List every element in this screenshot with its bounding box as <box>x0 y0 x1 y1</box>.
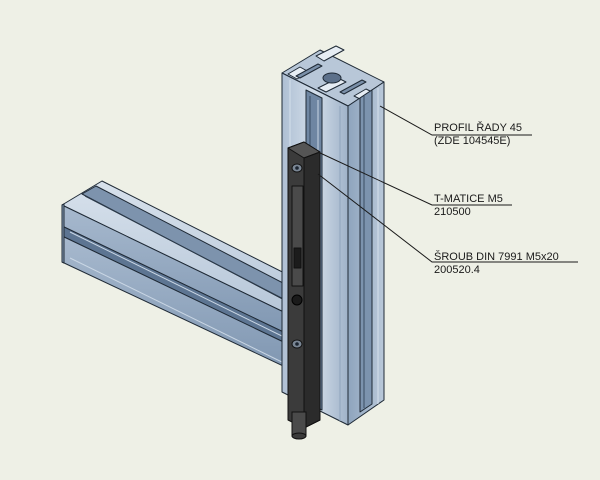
callout-profil-title: PROFIL ŘADY 45 <box>434 122 523 134</box>
horizontal-profile <box>61 180 319 373</box>
leader-sroub <box>317 173 578 263</box>
callout-t-matice-code: 210500 <box>434 206 471 218</box>
screw-top <box>291 163 303 173</box>
screw-bottom <box>291 339 303 349</box>
callout-sroub-code: 200520.4 <box>434 264 480 276</box>
leader-profil <box>379 105 532 136</box>
callout-t-matice: T-MATICE M5 210500 <box>434 193 503 219</box>
leader-t-matice <box>317 151 512 206</box>
callout-t-matice-title: T-MATICE M5 <box>434 193 503 205</box>
screw-middle <box>291 294 303 306</box>
leader-lines <box>317 105 578 263</box>
bracket <box>287 141 321 429</box>
callout-sroub: ŠROUB DIN 7991 M5x20 200520.4 <box>434 251 559 277</box>
callout-sroub-title: ŠROUB DIN 7991 M5x20 <box>434 251 559 263</box>
screw-shank <box>291 411 307 440</box>
callout-profil-code: (ZDE 104545E) <box>434 135 511 147</box>
callout-profil: PROFIL ŘADY 45 (ZDE 104545E) <box>434 122 522 148</box>
